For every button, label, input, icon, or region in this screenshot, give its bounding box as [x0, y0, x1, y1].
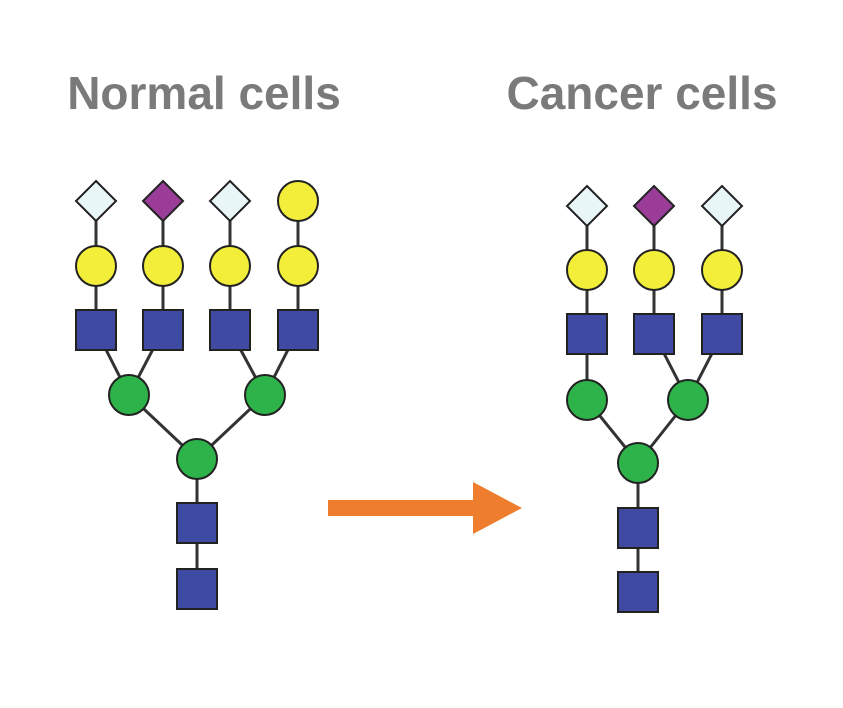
glcnac-square-icon	[617, 507, 659, 549]
glcnac-square-icon	[209, 309, 251, 351]
mannose-circle-icon	[617, 442, 659, 484]
light-diamond-icon	[74, 179, 118, 223]
purple-diamond-icon	[632, 184, 676, 228]
cancer-glycan	[565, 184, 744, 613]
galactose-circle-icon	[701, 249, 743, 291]
glcnac-square-icon	[617, 571, 659, 613]
glcnac-square-icon	[176, 502, 218, 544]
light-diamond-icon	[565, 184, 609, 228]
galactose-circle-icon	[277, 180, 319, 222]
glcnac-square-icon	[277, 309, 319, 351]
mannose-circle-icon	[667, 379, 709, 421]
mannose-circle-icon	[108, 374, 150, 416]
normal-glycan	[74, 179, 319, 610]
normal-cells-title: Normal cells	[67, 67, 341, 119]
galactose-circle-icon	[633, 249, 675, 291]
mannose-circle-icon	[176, 438, 218, 480]
glcnac-square-icon	[142, 309, 184, 351]
light-diamond-icon	[700, 184, 744, 228]
purple-diamond-icon	[141, 179, 185, 223]
light-diamond-icon	[208, 179, 252, 223]
glcnac-square-icon	[176, 568, 218, 610]
mannose-circle-icon	[244, 374, 286, 416]
mannose-circle-icon	[566, 379, 608, 421]
right-arrow-icon	[328, 482, 522, 534]
galactose-circle-icon	[277, 245, 319, 287]
galactose-circle-icon	[142, 245, 184, 287]
galactose-circle-icon	[566, 249, 608, 291]
glcnac-square-icon	[633, 313, 675, 355]
glcnac-square-icon	[75, 309, 117, 351]
galactose-circle-icon	[209, 245, 251, 287]
cancer-cells-title: Cancer cells	[506, 67, 778, 119]
galactose-circle-icon	[75, 245, 117, 287]
glcnac-square-icon	[701, 313, 743, 355]
glcnac-square-icon	[566, 313, 608, 355]
